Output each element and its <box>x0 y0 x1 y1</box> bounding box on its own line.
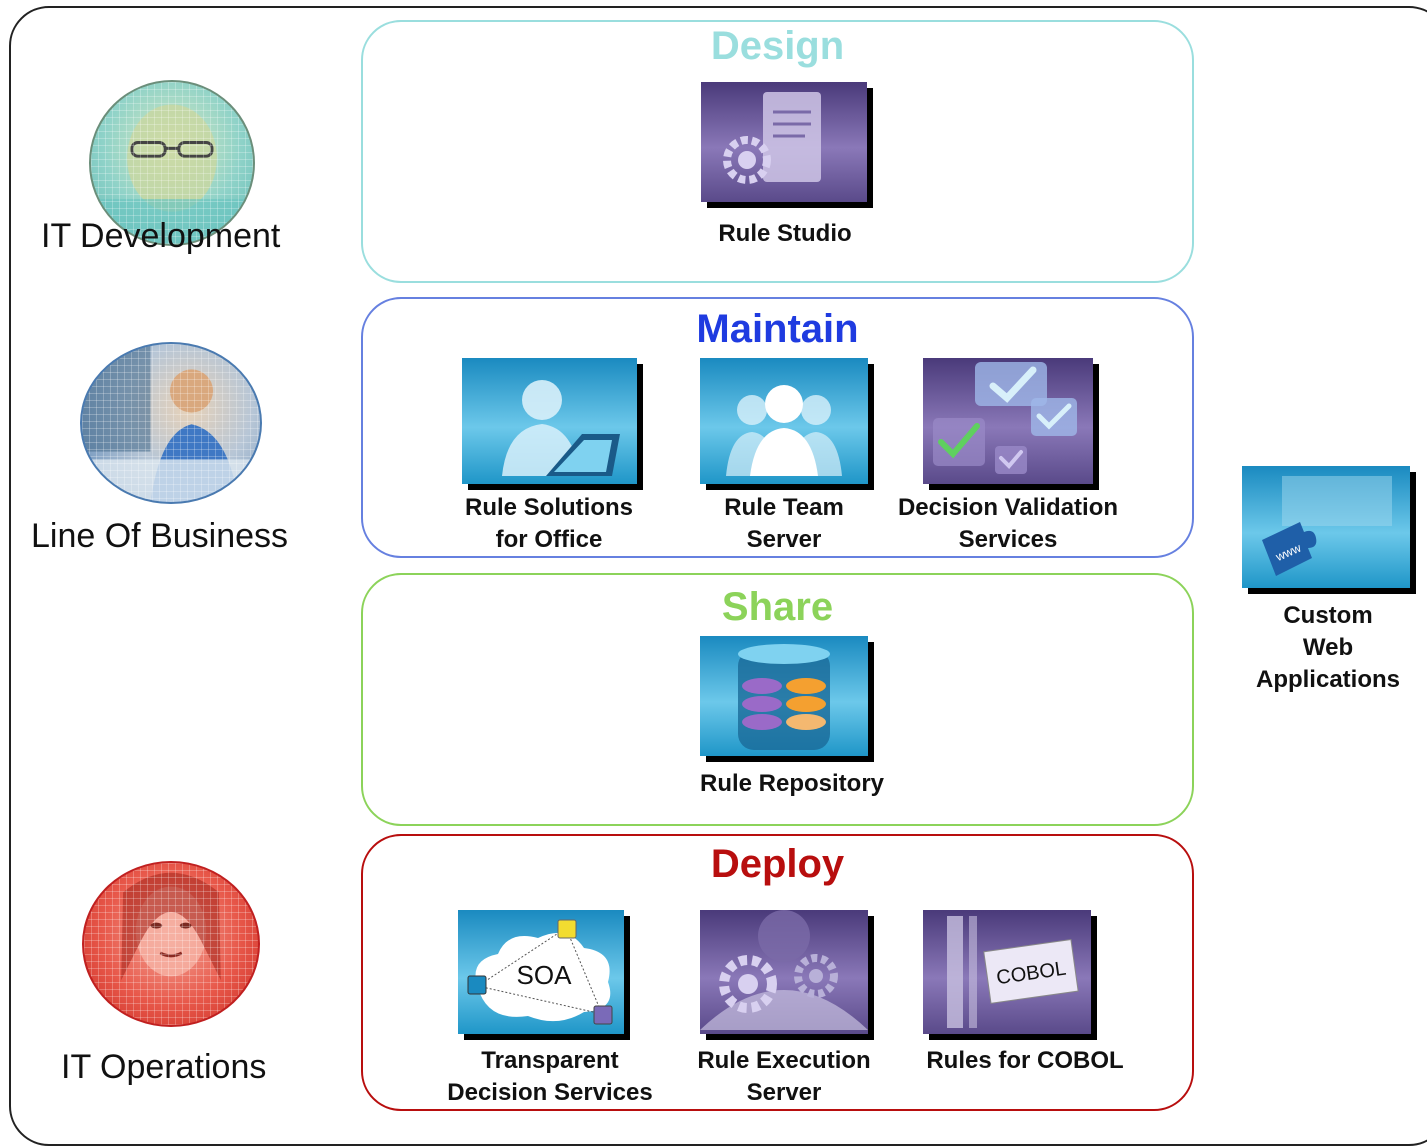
rule-execution-server-label-line2: Server <box>746 1079 822 1106</box>
decision-validation-label-line2: Services <box>958 526 1058 553</box>
rule-studio-icon <box>701 82 867 202</box>
rule-solutions-office-label-line2: for Office <box>495 526 603 553</box>
www-puzzle-icon: www <box>1242 466 1410 588</box>
persona-label-it-development: IT Development <box>41 217 281 255</box>
rule-repository-label: Rule Repository <box>699 770 885 797</box>
soa-icon-text: SOA <box>517 960 573 990</box>
rule-team-server-icon <box>700 358 868 484</box>
rule-team-server-label-line1: Rule Team <box>724 494 844 521</box>
persona-line-of-business <box>80 342 262 504</box>
cobol-icon: COBOL <box>923 910 1091 1034</box>
rule-team-server-label-line2: Server <box>746 526 822 553</box>
custom-web-label-line1: Custom <box>1283 602 1373 629</box>
share-panel: Share <box>361 573 1194 826</box>
persona-label-it-operations: IT Operations <box>61 1048 267 1086</box>
share-title: Share <box>721 585 834 629</box>
custom-web-label-line2: Web <box>1302 634 1354 661</box>
custom-web-label-line3: Applications <box>1255 666 1400 693</box>
transparent-decision-label-line2: Decision Services <box>447 1079 653 1106</box>
rule-solutions-office-icon <box>462 358 637 484</box>
persona-it-operations <box>82 861 260 1027</box>
rule-execution-server-label-line1: Rule Execution <box>697 1047 871 1074</box>
rule-solutions-office-label-line1: Rule Solutions <box>465 494 633 521</box>
maintain-title: Maintain <box>696 307 859 351</box>
soa-cloud-icon: SOA <box>458 910 624 1034</box>
rule-studio-label: Rule Studio <box>718 220 852 247</box>
rule-repository-icon <box>700 636 868 756</box>
transparent-decision-label-line1: Transparent <box>481 1047 619 1074</box>
persona-it-development <box>89 80 255 246</box>
persona-label-line-of-business: Line Of Business <box>31 517 289 555</box>
rules-for-cobol-label: Rules for COBOL <box>926 1047 1124 1074</box>
business-person-photo-icon <box>80 342 262 504</box>
operations-person-photo-icon <box>82 861 260 1027</box>
decision-validation-icon <box>923 358 1093 484</box>
rule-execution-server-icon <box>700 910 868 1034</box>
developer-photo-icon <box>89 80 255 246</box>
decision-validation-label-line1: Decision Validation <box>897 494 1119 521</box>
deploy-title: Deploy <box>710 842 845 886</box>
design-title: Design <box>710 24 845 68</box>
